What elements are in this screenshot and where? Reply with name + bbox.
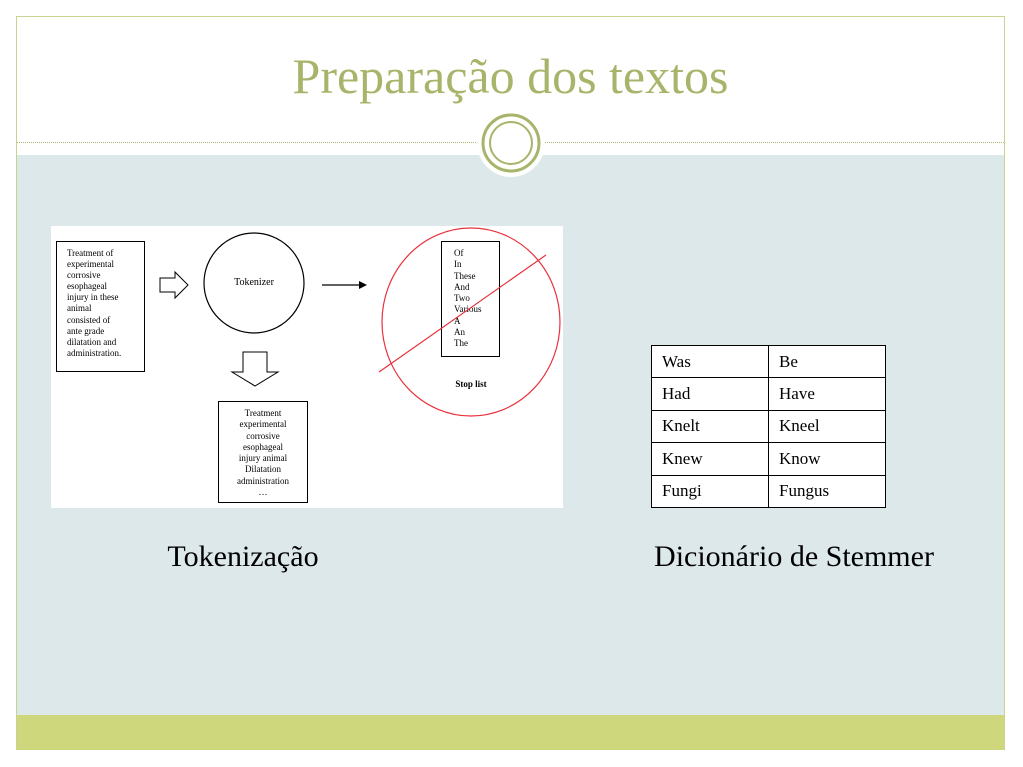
- stemmer-table: Was Be Had Have Knelt Kneel Knew Know Fu…: [651, 344, 886, 509]
- token-line: esophageal: [243, 441, 283, 452]
- ornament-inner-ring: [489, 121, 533, 165]
- token-line: Treatment: [244, 408, 282, 418]
- stop-word: An: [454, 326, 465, 337]
- arrow-head: [359, 281, 367, 289]
- table-row: Fungi Fungus: [651, 474, 886, 509]
- input-text-line: ante grade: [67, 325, 105, 336]
- token-line: …: [258, 487, 268, 498]
- stemmer-caption: Dicionário de Stemmer: [654, 540, 934, 573]
- stem-cell: Kneel: [768, 409, 886, 444]
- ornament-halo: [477, 109, 545, 177]
- word-cell: Was: [651, 344, 769, 379]
- ring-ornament-icon: [477, 109, 545, 177]
- right-arrow-icon: [322, 281, 367, 289]
- input-text-line: esophageal: [67, 281, 107, 292]
- input-text-line: animal: [67, 303, 92, 314]
- token-line: experimental: [239, 419, 287, 430]
- ornament-outer-ring: [481, 113, 541, 173]
- input-text-line: dilatation and: [67, 336, 117, 347]
- table-row: Knelt Kneel: [651, 409, 886, 444]
- input-text-box: Treatment of experimental corrosive esop…: [56, 241, 145, 372]
- input-text-line: experimental: [67, 259, 114, 270]
- token-line: administration: [237, 475, 289, 486]
- input-text-line: Treatment of: [67, 248, 114, 258]
- footer-bar: [17, 715, 1004, 750]
- table-row: Had Have: [651, 377, 886, 411]
- word-cell: Had: [651, 377, 769, 411]
- tokenization-caption: Tokenização: [167, 540, 319, 573]
- stop-word: And: [454, 281, 470, 292]
- slide-title: Preparação dos textos: [292, 48, 729, 104]
- token-line: Dilatation: [245, 464, 281, 475]
- stem-cell: Fungus: [768, 474, 886, 509]
- word-cell: Fungi: [651, 474, 769, 509]
- stop-word: Of: [454, 248, 464, 258]
- stem-cell: Have: [768, 377, 886, 411]
- stop-word: Various: [454, 304, 482, 315]
- down-outline-arrow-icon: [230, 351, 280, 387]
- stem-cell: Be: [768, 344, 886, 379]
- stop-list-box: Of In These And Two Various A An The: [441, 241, 500, 357]
- tokenizer-label: Tokenizer: [234, 277, 274, 288]
- stop-word: These: [454, 270, 476, 281]
- table-row: Was Be: [651, 344, 886, 379]
- right-outline-arrow-icon: [159, 270, 189, 300]
- input-text-line: corrosive: [67, 270, 101, 281]
- table-row: Knew Know: [651, 442, 886, 476]
- token-line: injury animal: [238, 453, 288, 464]
- stop-word: The: [454, 338, 468, 348]
- token-line: corrosive: [246, 430, 280, 441]
- input-text-line: administration.: [67, 347, 122, 358]
- stem-cell: Know: [768, 442, 886, 476]
- token-output-box: Treatment experimental corrosive esophag…: [218, 401, 308, 503]
- tokenization-diagram: Treatment of experimental corrosive esop…: [51, 226, 563, 508]
- input-text-line: consisted of: [67, 314, 111, 325]
- stop-list-label: Stop list: [455, 379, 487, 389]
- stop-word: Two: [454, 293, 470, 303]
- stemmer-table-body: Was Be Had Have Knelt Kneel Knew Know Fu…: [651, 344, 886, 509]
- input-text-line: injury in these: [67, 292, 119, 303]
- stop-word: In: [454, 259, 462, 270]
- word-cell: Knelt: [651, 409, 769, 444]
- stop-word: A: [454, 315, 461, 326]
- word-cell: Knew: [651, 442, 769, 476]
